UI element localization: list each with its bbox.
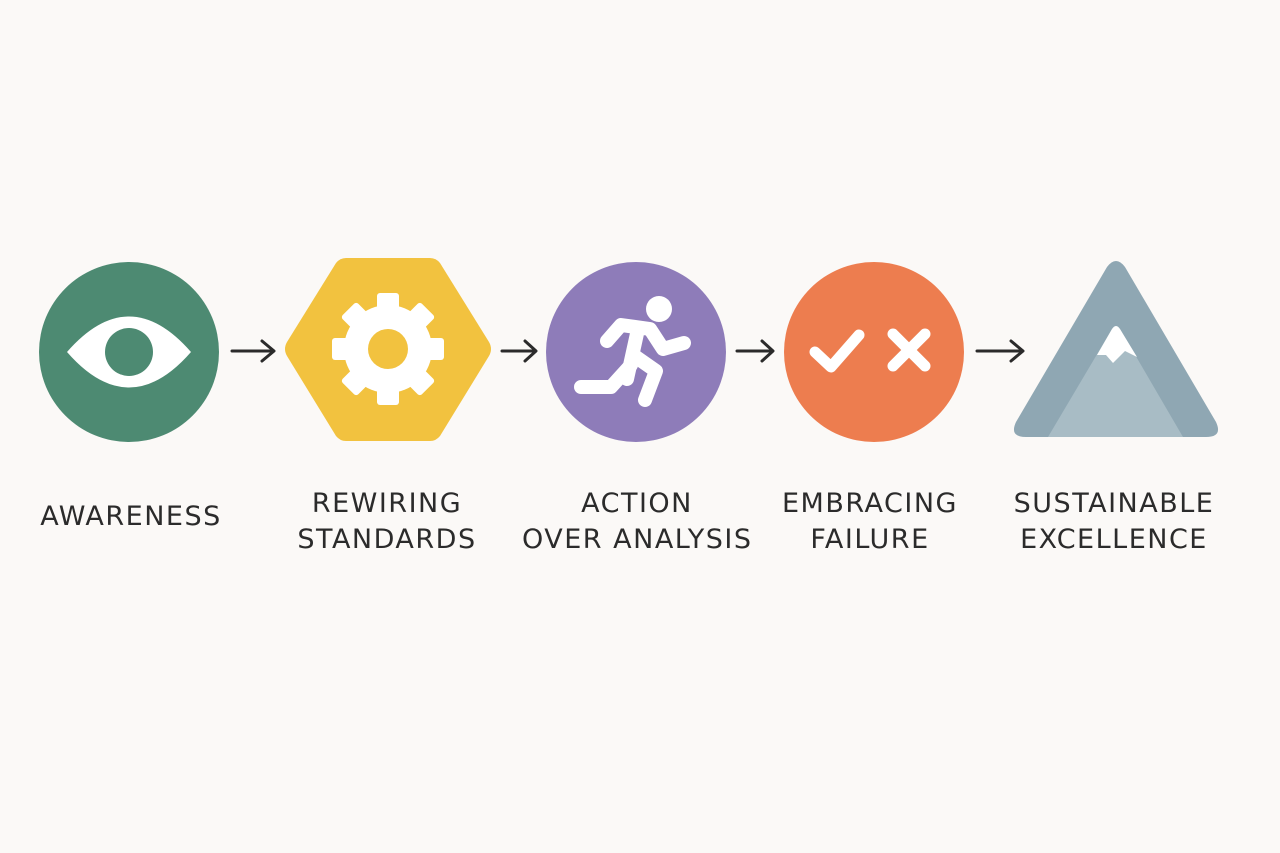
step-label-line: ACTION [581, 488, 693, 519]
embracing-failure-circle-fill [784, 262, 964, 442]
arrow-icon [735, 339, 775, 363]
embracing-failure-circle [784, 262, 964, 442]
step-label-line: OVER ANALYSIS [522, 524, 753, 555]
arrow-icon [230, 339, 276, 363]
arrow-icon [500, 339, 538, 363]
mountain-icon [1048, 326, 1183, 437]
step-label-action-over-analysis: ACTION OVER ANALYSIS [522, 486, 752, 558]
step-label-rewiring-standards: REWIRING STANDARDS [272, 486, 502, 558]
check-cross-icon [809, 328, 931, 373]
step-label-line: AWARENESS [40, 501, 222, 532]
step-label-line: SUSTAINABLE [1013, 488, 1215, 519]
step-label-line: FAILURE [810, 524, 930, 555]
sustainable-excellence-triangle [1013, 261, 1219, 437]
step-label-line: REWIRING [311, 488, 463, 519]
step-label-line: EMBRACING [782, 488, 958, 519]
step-label-line: EXCELLENCE [1020, 524, 1208, 555]
eye-icon [67, 316, 191, 388]
rewiring-standards-hexagon [285, 258, 491, 441]
running-person-icon [574, 296, 691, 407]
arrow-icon [975, 339, 1025, 363]
step-label-embracing-failure: EMBRACING FAILURE [755, 486, 985, 558]
action-over-analysis-circle [546, 262, 726, 442]
awareness-circle [39, 262, 219, 442]
step-label-awareness: AWARENESS [16, 499, 246, 535]
step-label-sustainable-excellence: SUSTAINABLE EXCELLENCE [999, 486, 1229, 558]
gear-icon [332, 293, 444, 405]
step-label-line: STANDARDS [297, 524, 477, 555]
